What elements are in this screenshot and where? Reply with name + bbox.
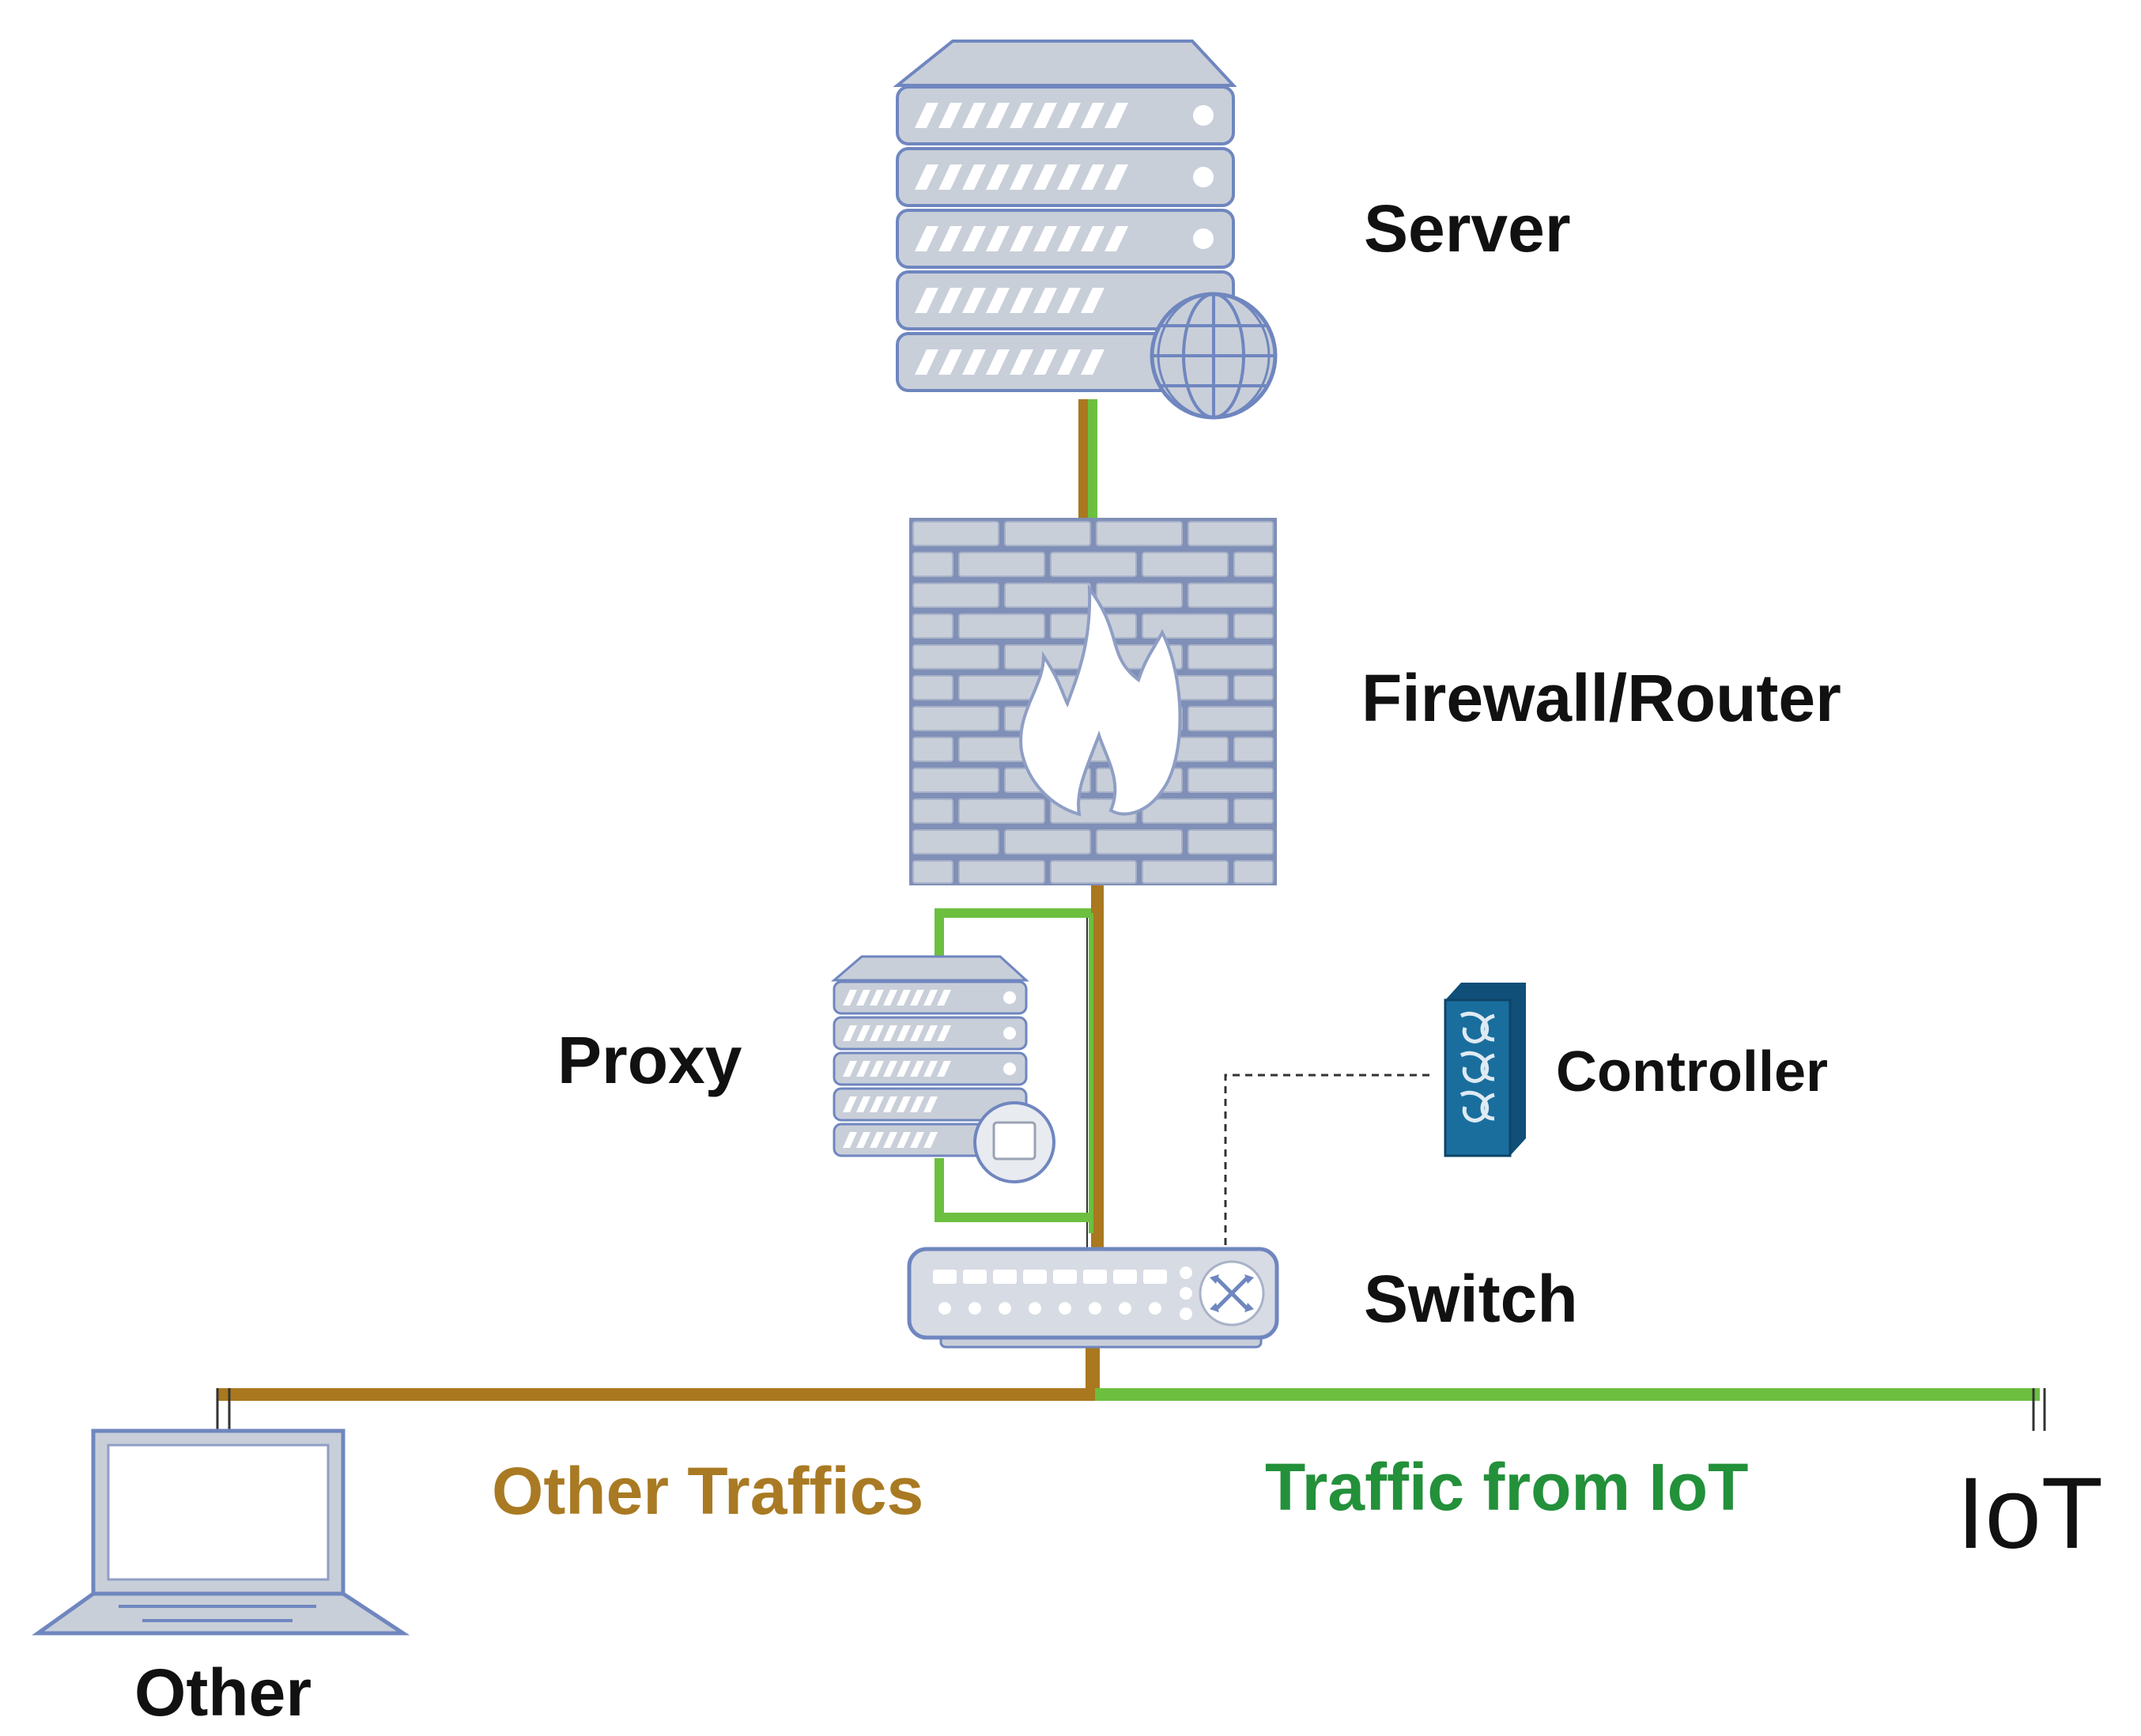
iot-label: IoT bbox=[1957, 1457, 2103, 1570]
switch-router-badge-icon bbox=[1199, 1260, 1265, 1327]
server-globe-icon bbox=[893, 40, 1278, 420]
controller-label: Controller bbox=[1556, 1040, 1828, 1104]
firewall-icon bbox=[909, 518, 1277, 885]
proxy-badge-icon bbox=[973, 1101, 1055, 1183]
laptop-icon bbox=[32, 1428, 410, 1636]
controller-icon bbox=[1444, 983, 1526, 1157]
flame-icon bbox=[1019, 583, 1182, 817]
controller-link bbox=[1224, 1074, 1429, 1253]
switch-icon bbox=[907, 1247, 1279, 1349]
proxy-loop-link bbox=[935, 908, 1091, 957]
connections bbox=[216, 399, 2046, 1431]
traffic-from-iot-label: Traffic from IoT bbox=[1265, 1450, 1748, 1524]
proxy-label: Proxy bbox=[557, 1023, 742, 1097]
server-label: Server bbox=[1364, 191, 1571, 266]
firewall-label: Firewall/Router bbox=[1361, 661, 1841, 735]
switch-label: Switch bbox=[1364, 1262, 1578, 1336]
globe-icon bbox=[1150, 292, 1278, 420]
proxy-server-icon bbox=[830, 955, 1055, 1183]
other-traffics-label: Other Traffics bbox=[492, 1454, 923, 1528]
other-label: Other bbox=[134, 1655, 312, 1730]
